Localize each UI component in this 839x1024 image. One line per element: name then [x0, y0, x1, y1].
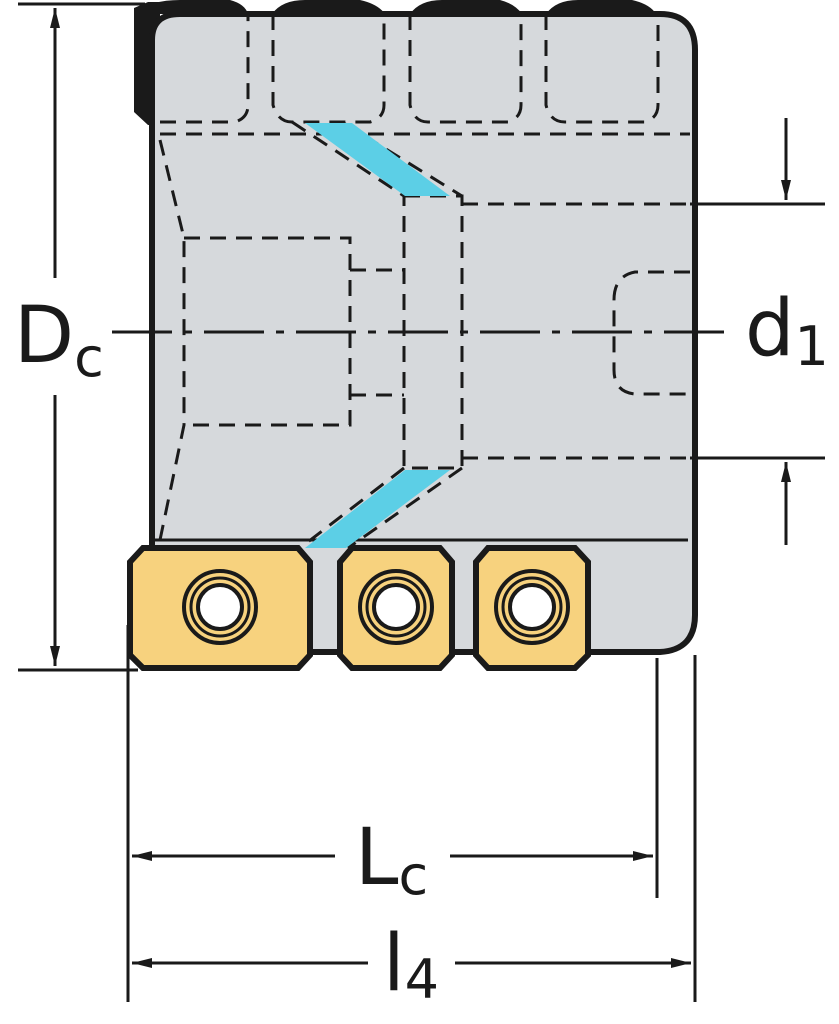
insert-1 — [127, 545, 313, 671]
dc-label-sub: c — [74, 326, 104, 389]
lc-label-main: L — [355, 813, 399, 903]
l4-label-sub: 4 — [405, 948, 439, 1011]
coolant-channel-lower — [305, 470, 450, 548]
screw-hole-1 — [196, 583, 244, 631]
d1-label-sub: 1 — [795, 315, 829, 378]
l4-label: l4 — [383, 919, 439, 1011]
dimension-l4: l4 — [132, 919, 691, 1011]
d1-label-main: d — [745, 284, 795, 374]
coolant-channels — [305, 123, 450, 548]
dimension-d1: d1 — [745, 118, 829, 545]
dc-label: Dc — [14, 291, 104, 389]
dc-label-main: D — [14, 291, 74, 381]
lc-label: Lc — [355, 813, 428, 907]
coolant-channel-upper — [305, 123, 450, 196]
screw-hole-2 — [372, 583, 420, 631]
insert-3 — [473, 545, 591, 671]
dimension-dc: Dc — [14, 8, 104, 666]
screw-hole-3 — [508, 583, 556, 631]
lc-label-sub: c — [398, 844, 428, 907]
inserts — [127, 545, 591, 671]
insert-2 — [337, 545, 455, 671]
top-pocket-edges — [140, 0, 656, 14]
d1-label: d1 — [745, 284, 829, 378]
extension-lines — [18, 2, 825, 1002]
dimension-lc: Lc — [132, 813, 653, 907]
l4-label-main: l — [383, 919, 405, 1009]
